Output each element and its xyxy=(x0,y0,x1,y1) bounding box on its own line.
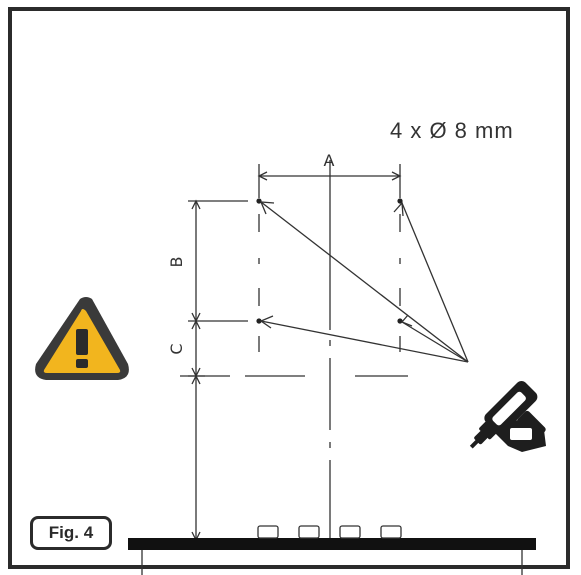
dimension-label-b: B xyxy=(167,257,186,268)
dimension-bc xyxy=(188,199,248,542)
hole-bottom-right xyxy=(397,318,403,324)
warning-triangle-icon xyxy=(35,297,129,380)
figure-label: Fig. 4 xyxy=(30,516,112,550)
hole-top-left xyxy=(256,198,262,204)
hole-axis-lines xyxy=(258,214,401,352)
figure-frame xyxy=(8,7,570,569)
hole-top-right xyxy=(397,198,403,204)
dimension-label-c: C xyxy=(167,343,186,354)
drill-arrows xyxy=(259,201,469,363)
power-drill-icon xyxy=(469,381,546,452)
dimension-a xyxy=(257,164,402,198)
dimension-label-a: A xyxy=(324,151,335,170)
base-plate xyxy=(128,525,536,575)
hole-spec-label: 4 x Ø 8 mm xyxy=(390,118,514,143)
hole-bottom-left xyxy=(256,318,262,324)
drill-holes xyxy=(256,198,403,324)
